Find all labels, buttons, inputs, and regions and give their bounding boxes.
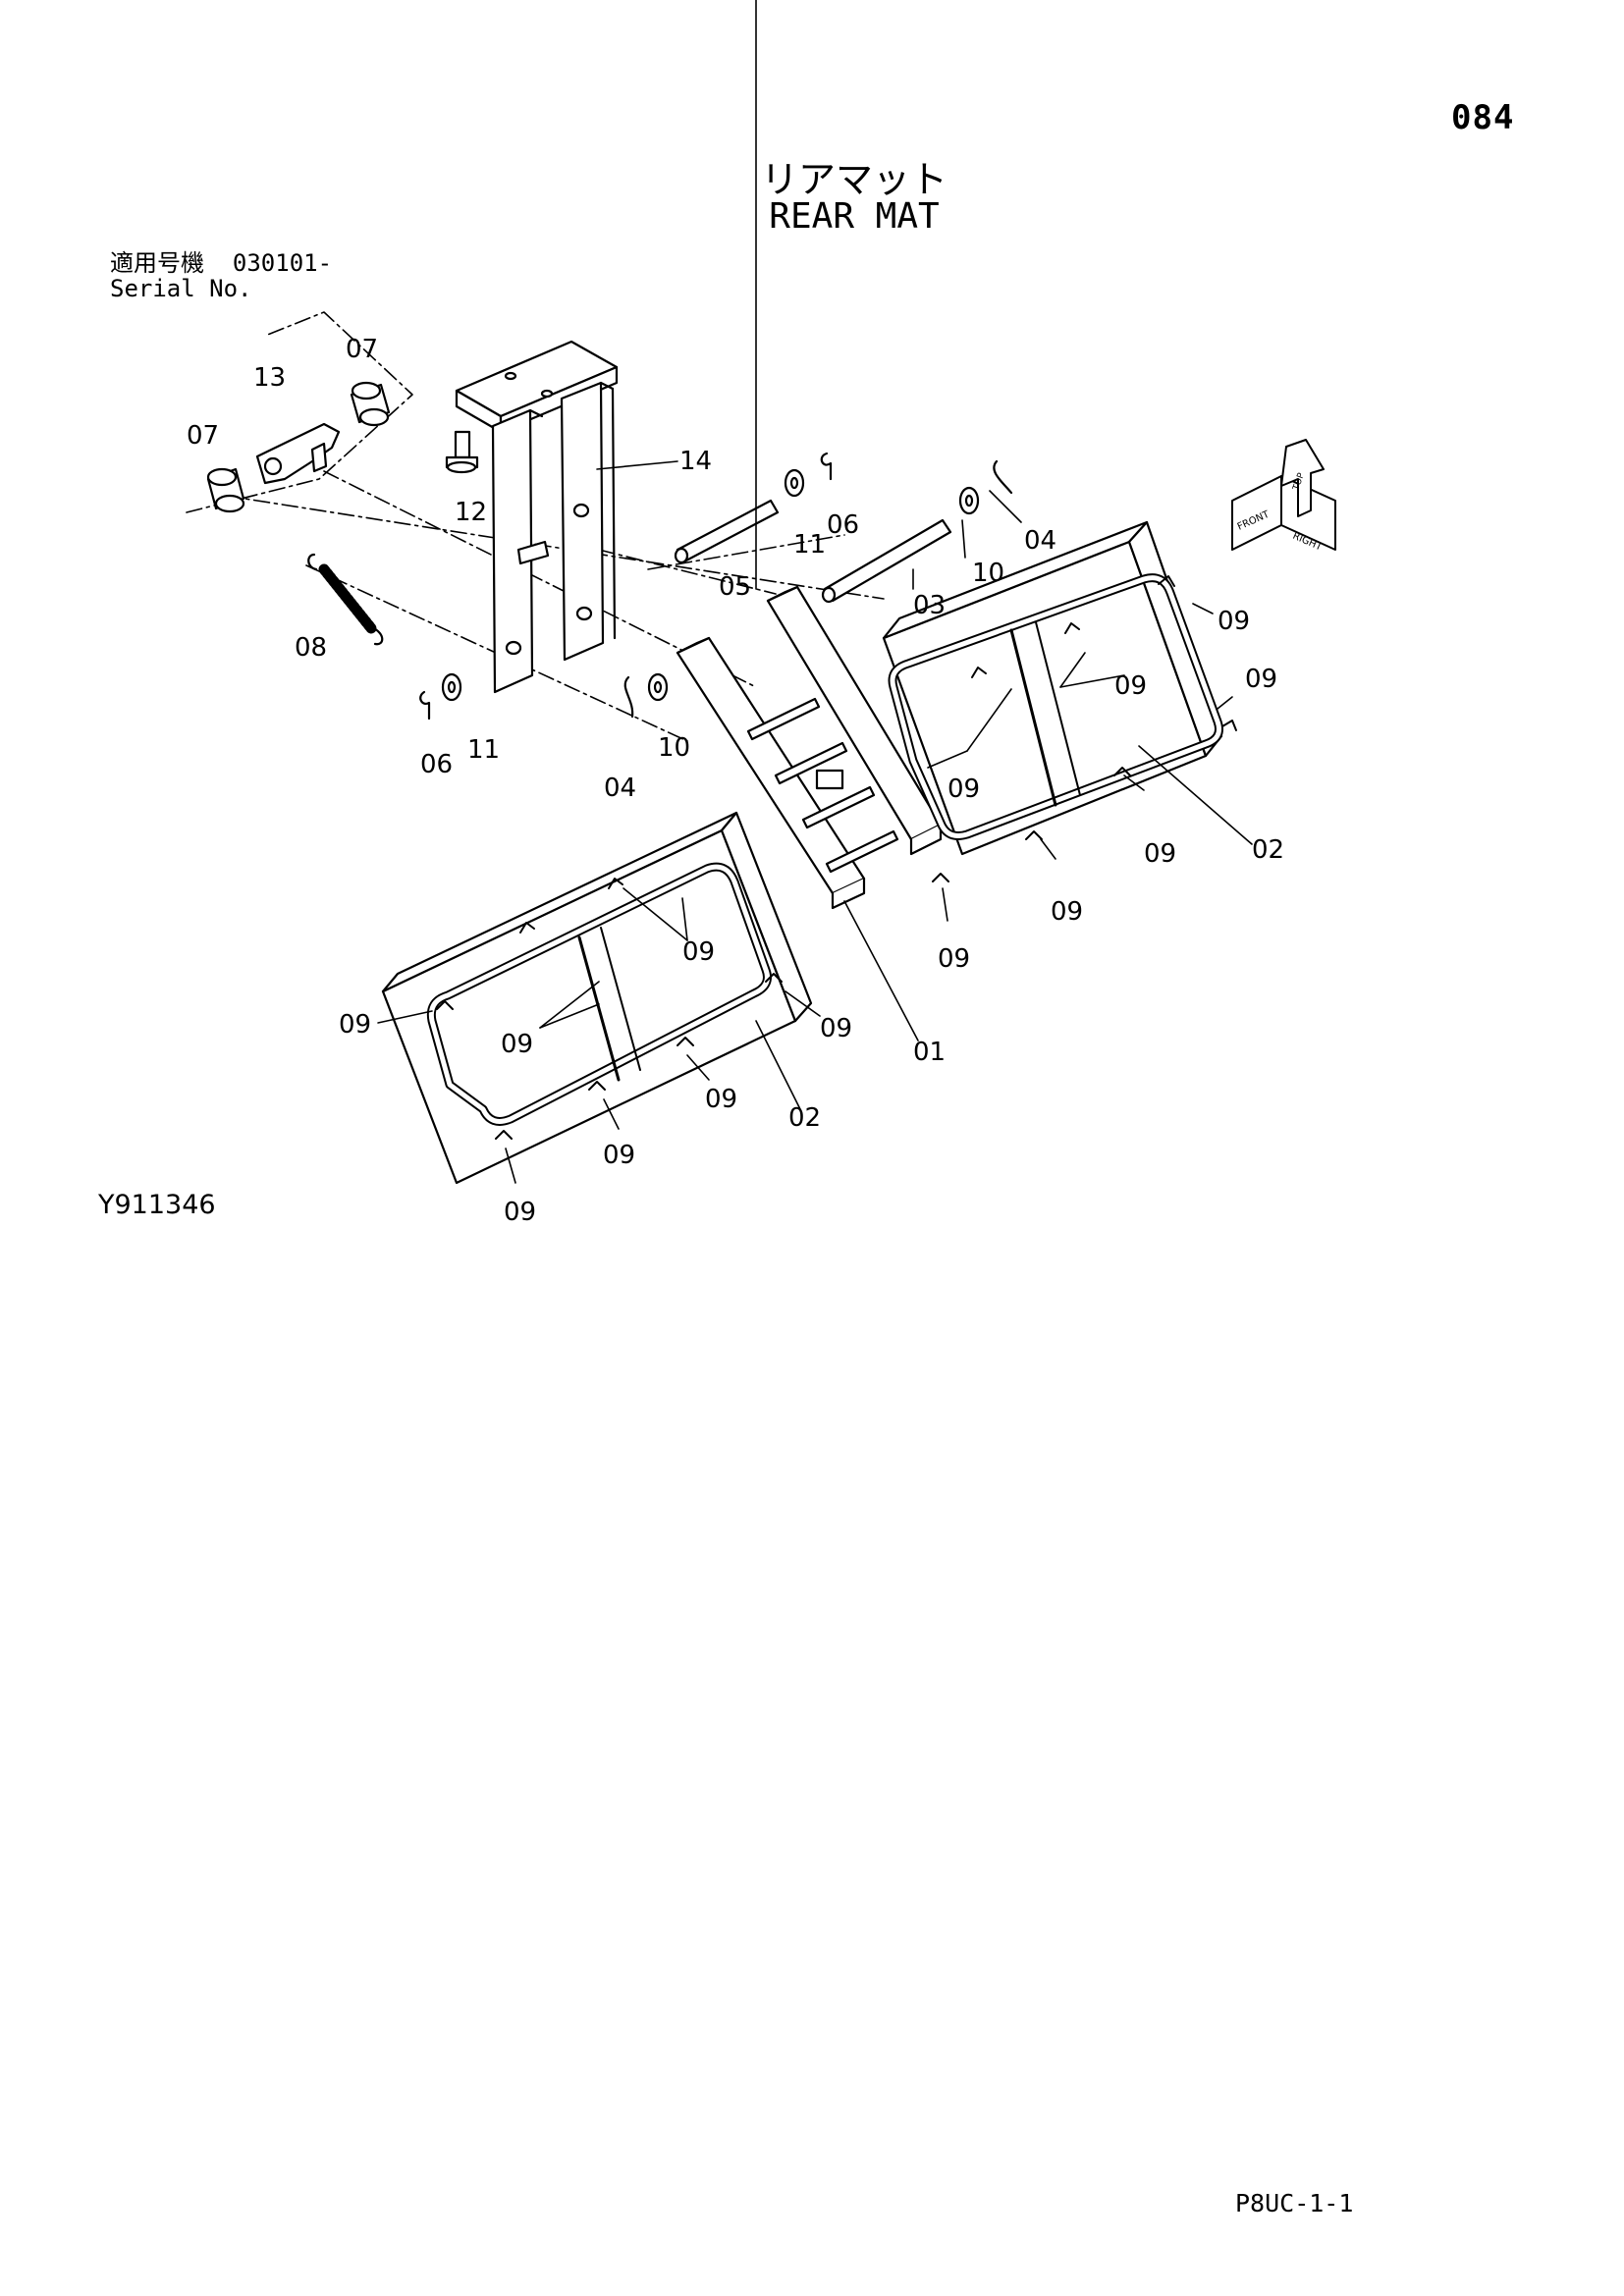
orientation-badge: FRONT RIGHT TOP [1231, 439, 1336, 554]
label-07-top: 07 [346, 335, 378, 364]
label-06-upper: 06 [827, 510, 859, 540]
label-09: 09 [1144, 839, 1176, 869]
ladder [676, 585, 943, 910]
clamp-marks [436, 575, 1237, 1140]
label-09: 09 [501, 1030, 533, 1059]
label-07-left: 07 [187, 421, 219, 451]
bracket [455, 340, 619, 694]
label-09: 09 [947, 774, 980, 804]
serial-label-en: Serial No. [110, 275, 252, 302]
label-11-upper: 11 [793, 530, 826, 560]
label-10-upper: 10 [972, 559, 1004, 588]
label-09: 09 [504, 1198, 536, 1227]
clips [419, 452, 1013, 721]
label-09: 09 [705, 1085, 737, 1114]
lever [255, 422, 341, 485]
label-14: 14 [679, 447, 712, 476]
serial-label-jp: 適用号機 [110, 249, 204, 277]
pin-05 [674, 499, 780, 564]
assembly-lines [186, 311, 885, 742]
bushing-right [350, 381, 391, 427]
serial-range: 030101- [232, 249, 333, 277]
label-09: 09 [820, 1014, 852, 1043]
label-02-lower: 02 [788, 1103, 821, 1133]
mat-lower-left [381, 811, 813, 1185]
label-05: 05 [719, 572, 751, 602]
label-04-lower: 04 [604, 774, 636, 803]
label-08: 08 [295, 633, 327, 663]
label-09: 09 [938, 944, 970, 974]
label-03: 03 [913, 591, 946, 620]
page-number: 084 [1451, 98, 1515, 137]
page-title: REAR MAT [769, 196, 940, 237]
footer-code: P8UC-1-1 [1235, 2189, 1354, 2217]
label-09: 09 [682, 937, 715, 967]
label-04-upper: 04 [1024, 526, 1056, 556]
label-09: 09 [1051, 897, 1083, 927]
label-09: 09 [1114, 671, 1147, 701]
part-labels: 07 13 07 12 14 08 06 11 04 10 05 11 06 0… [187, 335, 1284, 1227]
spring [307, 553, 384, 646]
bushing-left [206, 467, 245, 513]
label-10-lower: 10 [658, 733, 690, 763]
label-09: 09 [339, 1010, 371, 1040]
label-11-lower: 11 [467, 735, 500, 765]
washers [441, 468, 980, 702]
page-title-japanese: リアマット [760, 158, 947, 201]
serial-row-jp: 適用号機 030101- [110, 250, 332, 276]
label-09: 09 [1218, 607, 1250, 636]
mat-upper-right [882, 520, 1223, 856]
figure-number: Y911346 [98, 1190, 216, 1220]
label-06-lower: 06 [420, 750, 453, 779]
bolt [445, 430, 479, 474]
serial-info: 適用号機 030101- Serial No. [110, 250, 332, 301]
label-09: 09 [1245, 665, 1277, 694]
label-13: 13 [253, 363, 286, 393]
label-02-upper: 02 [1252, 835, 1284, 865]
label-12: 12 [455, 498, 487, 527]
leader-lines [377, 0, 1253, 1184]
pin-03 [821, 518, 952, 604]
label-01: 01 [913, 1038, 946, 1067]
label-09: 09 [603, 1141, 635, 1170]
